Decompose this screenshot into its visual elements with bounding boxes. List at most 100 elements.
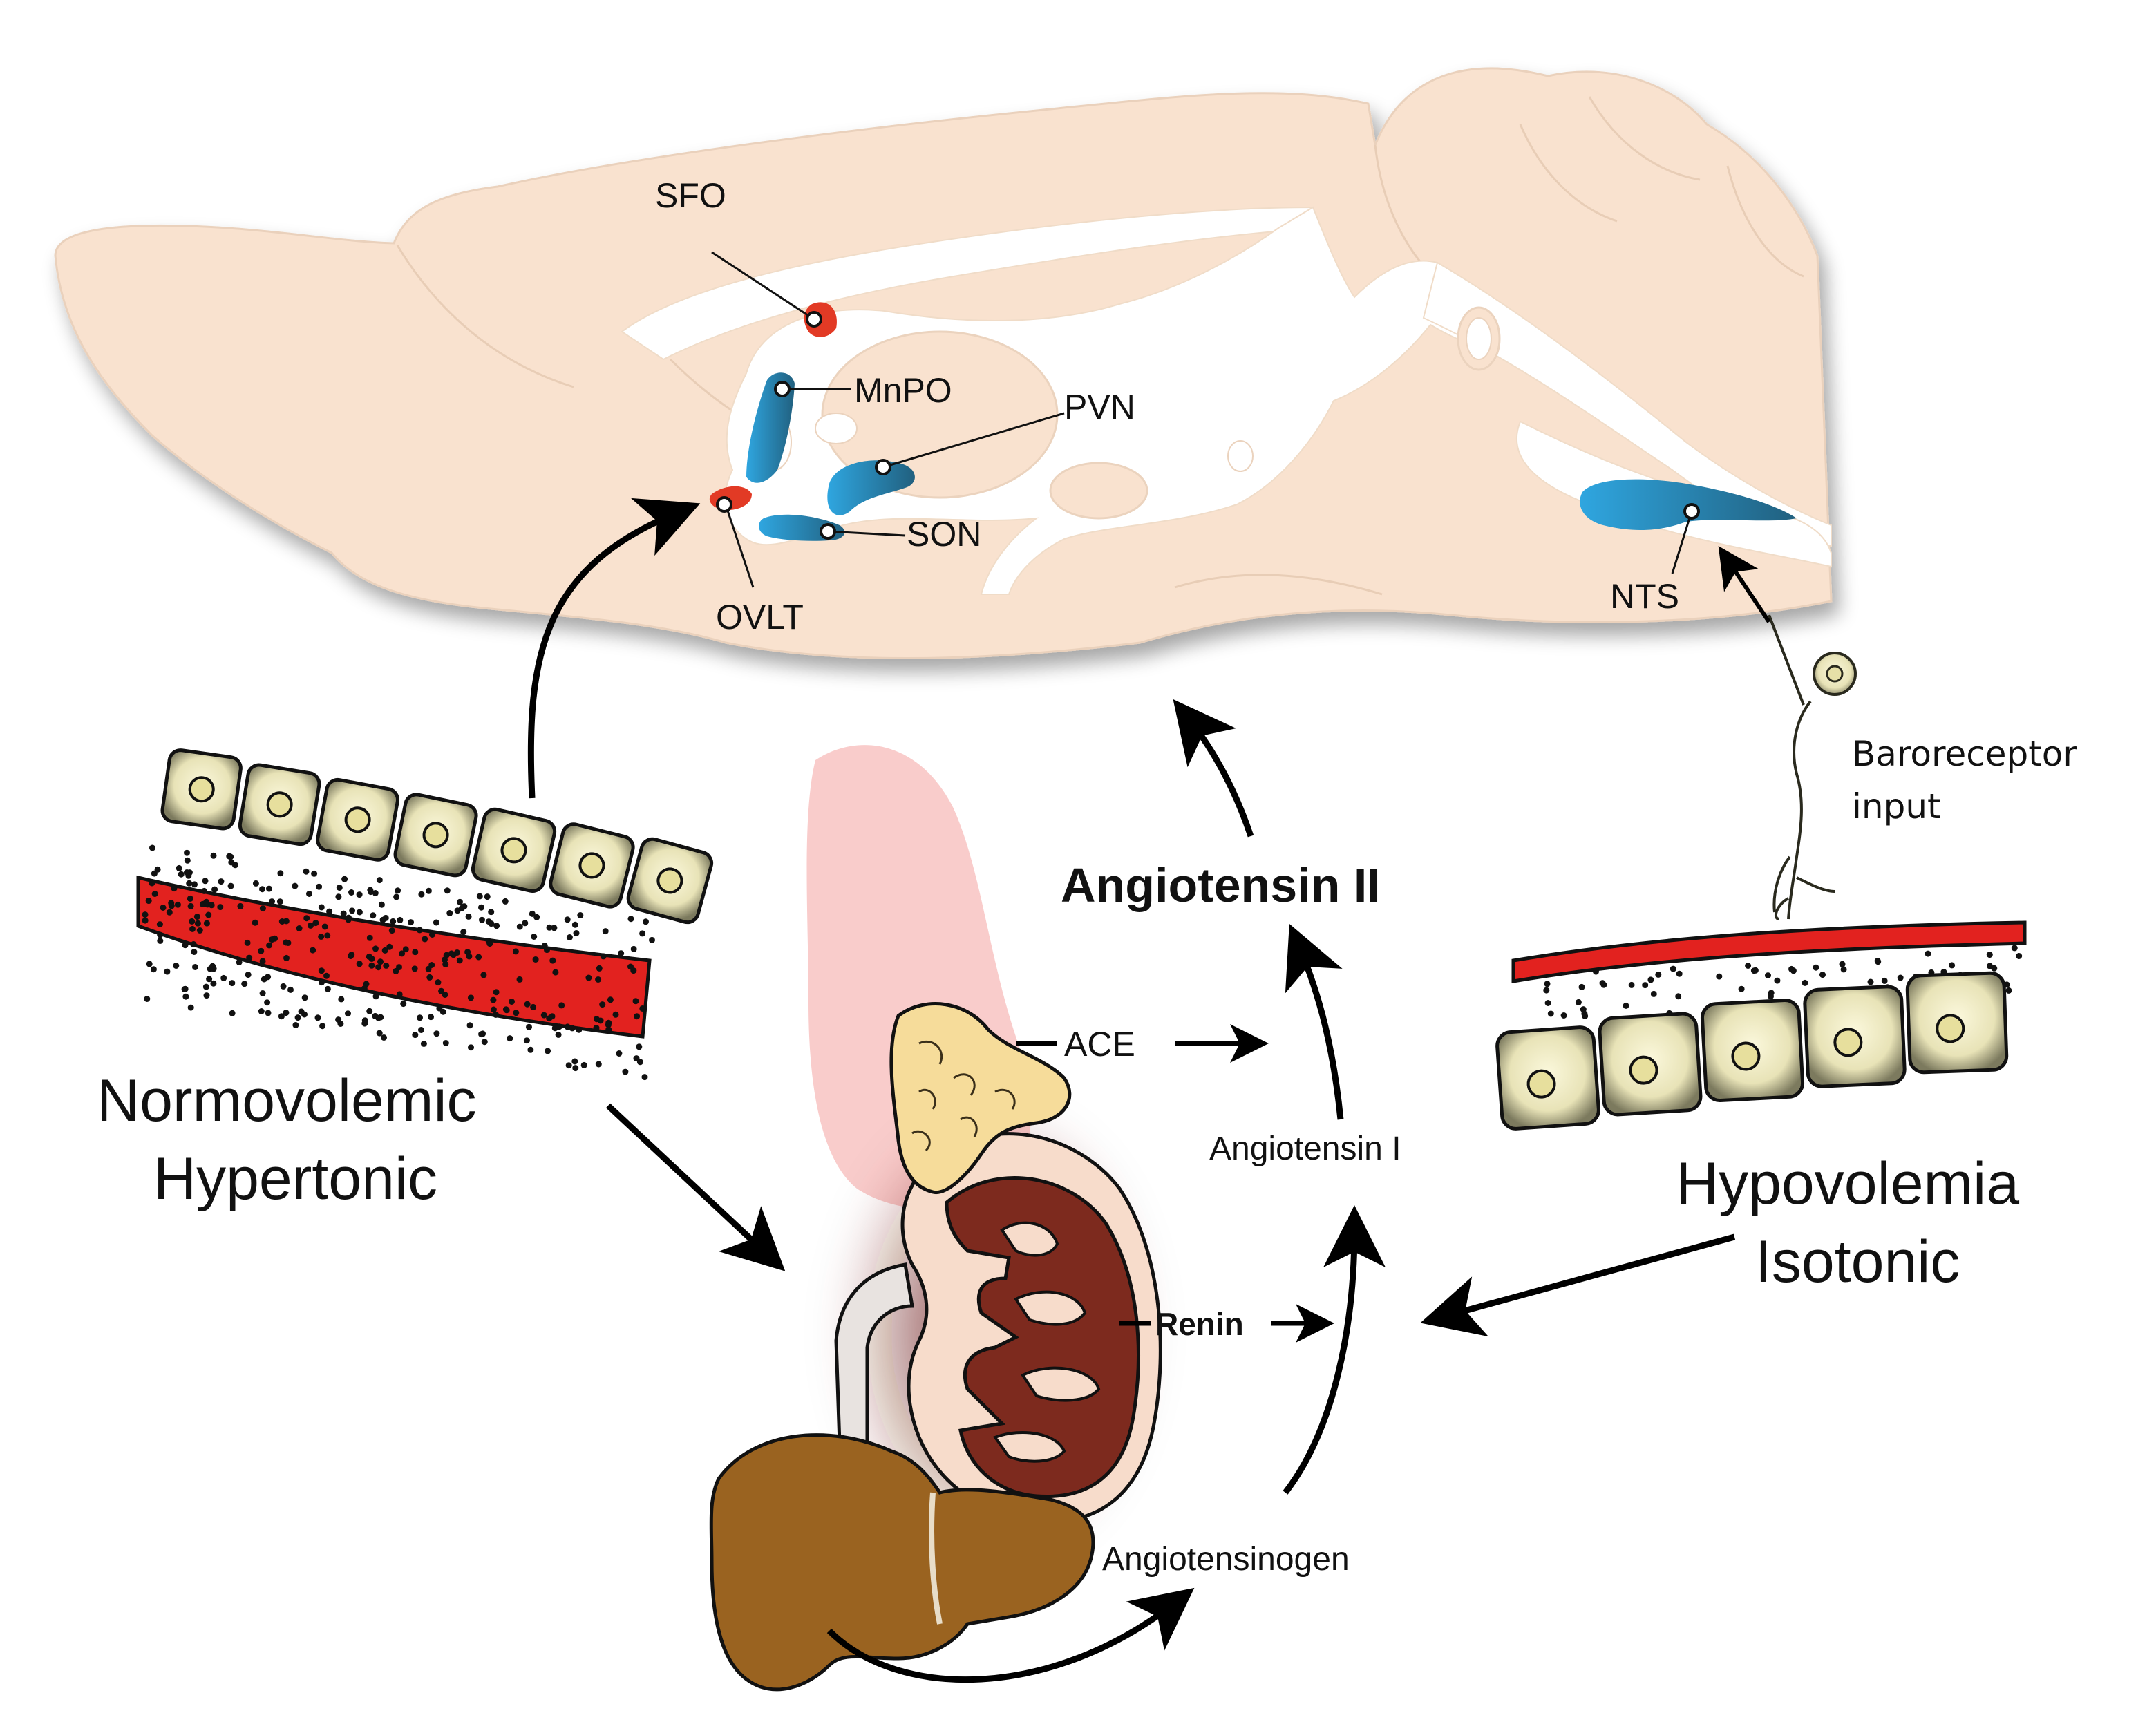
solute-dot: [381, 947, 388, 954]
solute-dot: [1628, 981, 1635, 988]
solute-dot: [444, 887, 451, 894]
adrenal-texture: [911, 1040, 1016, 1152]
solute-dot: [336, 885, 343, 891]
solute-dot: [173, 963, 180, 969]
solute-dot: [546, 924, 553, 931]
solute-dot: [544, 947, 550, 954]
solute-dot: [372, 890, 379, 896]
solute-dot: [442, 1040, 449, 1046]
solute-dot: [211, 886, 218, 893]
solute-dot: [2016, 953, 2023, 959]
solute-dot: [151, 891, 158, 897]
solute-dot: [1578, 983, 1585, 990]
solute-dot: [1642, 982, 1649, 989]
solute-dot: [171, 885, 178, 892]
solute-dot: [516, 976, 523, 983]
epithelial-cell: [1803, 985, 1907, 1088]
liver-lobe-line: [929, 1492, 943, 1625]
solute-dot: [420, 1040, 427, 1047]
solute-dot: [1575, 999, 1582, 1005]
solute-dot: [157, 938, 164, 944]
solute-dot: [493, 923, 500, 929]
solute-dot: [338, 996, 345, 1003]
solute-dot: [488, 909, 495, 916]
solute-dot: [187, 1004, 194, 1011]
solute-dot: [1623, 1002, 1629, 1009]
arrow-angiotensin-ii-to-brain: [1173, 699, 1254, 838]
solute-dot: [356, 891, 363, 898]
solute-dot: [545, 1048, 551, 1054]
solute-dot: [480, 972, 487, 978]
solute-dot: [245, 972, 252, 978]
solute-dot: [524, 1001, 531, 1008]
solute-dot: [1544, 981, 1551, 987]
solute-dot: [1599, 980, 1606, 987]
solute-dot: [203, 920, 210, 927]
solute-dot: [186, 880, 193, 887]
solute-dot: [627, 916, 634, 923]
solute-dot: [301, 1011, 308, 1018]
solute-dot: [220, 974, 227, 981]
baroreceptor-nucleus: [1826, 665, 1844, 683]
solute-dot: [278, 1013, 285, 1020]
solute-dot: [468, 1044, 474, 1051]
solute-dot: [605, 1026, 612, 1033]
solute-dot: [549, 1013, 556, 1020]
solute-dot: [252, 880, 259, 887]
solute-dot: [488, 920, 495, 927]
solute-dot: [202, 878, 209, 885]
solute-dot: [258, 947, 265, 954]
solute-dot: [366, 953, 372, 960]
solute-dot: [1582, 1012, 1589, 1019]
solute-dot: [1560, 1012, 1567, 1019]
solute-dot: [580, 1061, 587, 1068]
solute-dot: [236, 958, 243, 965]
solute-dot: [1543, 987, 1550, 994]
solute-dot: [227, 882, 234, 889]
solute-dot: [442, 961, 449, 967]
solute-dot: [478, 904, 484, 911]
solute-dot: [376, 877, 383, 884]
label-angiotensin-i: Angiotensin I: [1209, 1131, 1401, 1167]
solute-dot: [433, 919, 439, 926]
solute-dot: [191, 949, 198, 955]
solute-dot: [516, 923, 523, 930]
solute-dot: [203, 898, 210, 905]
solute-dot: [244, 939, 251, 946]
solute-dot: [227, 853, 234, 860]
label-baroreceptor: Baroreceptor: [1852, 734, 2077, 774]
arrow-baroreceptor-to-nts: [1718, 546, 1771, 623]
solute-dot: [276, 898, 283, 905]
solute-dot: [283, 939, 290, 946]
solute-dot: [192, 964, 198, 970]
label-isotonic: Isotonic: [1755, 1229, 1960, 1295]
solute-dot: [1675, 993, 1682, 1000]
solute-dot: [428, 1014, 434, 1021]
solute-dot: [181, 986, 188, 992]
solute-dot: [569, 1025, 576, 1032]
solute-dot: [1840, 966, 1847, 973]
solute-dot: [564, 1023, 571, 1030]
solute-dot: [425, 887, 432, 894]
solute-dot: [1788, 965, 1795, 972]
solute-dot: [493, 1011, 500, 1018]
solute-dot: [1802, 979, 1808, 986]
solute-dot: [1925, 950, 1931, 957]
epithelial-cell: [238, 763, 321, 846]
solute-dot: [283, 954, 290, 961]
solute-dot: [573, 930, 580, 936]
solute-dot: [532, 956, 539, 963]
label-dots: [716, 311, 1700, 540]
solute-dot: [577, 912, 584, 918]
solute-dot: [264, 999, 271, 1006]
solute-dot: [1768, 990, 1775, 996]
solute-dot: [184, 849, 190, 856]
kidney-papillae: [992, 1221, 1101, 1463]
solute-dot: [1987, 963, 1993, 969]
solute-dot: [379, 916, 386, 923]
solute-dot: [372, 1012, 379, 1019]
solute-dot: [258, 1008, 265, 1014]
solute-dot: [187, 895, 193, 902]
solute-dot: [303, 915, 310, 922]
solute-dot: [314, 1014, 321, 1021]
